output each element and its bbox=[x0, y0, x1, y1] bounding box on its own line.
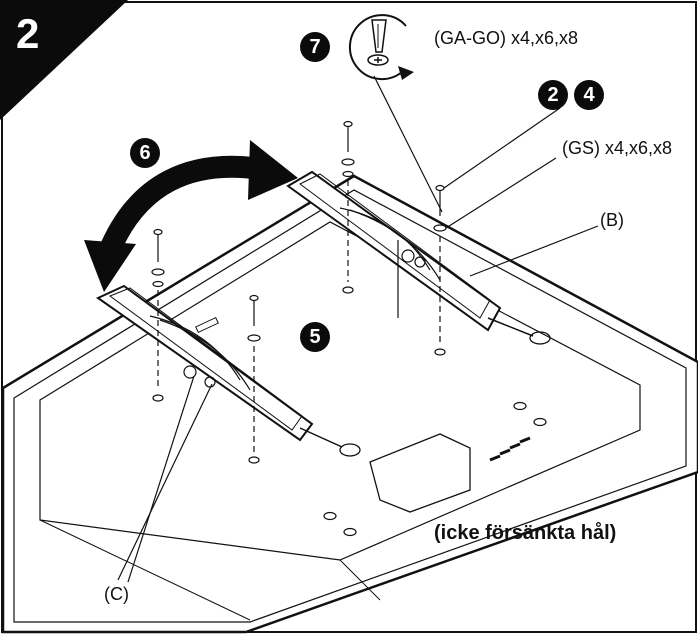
step-corner bbox=[0, 0, 128, 120]
bracket-right bbox=[286, 170, 551, 345]
mount-holes bbox=[323, 401, 547, 537]
label-ga-go: (GA-GO) x4,x6,x8 bbox=[434, 28, 579, 48]
callout-6: 6 bbox=[130, 138, 160, 168]
tv-back-outer bbox=[1, 174, 698, 634]
label-c: (C) bbox=[104, 584, 129, 604]
callout-5: 5 bbox=[300, 322, 330, 352]
label-gs: (GS) x4,x6,x8 bbox=[562, 138, 673, 158]
connector-box bbox=[369, 433, 471, 513]
leader-lines bbox=[117, 75, 599, 583]
tv-back-bezel bbox=[13, 189, 687, 623]
step-number: 2 bbox=[16, 10, 40, 57]
bracket-left bbox=[96, 284, 361, 457]
panel-edge-line bbox=[339, 559, 381, 601]
label-b: (B) bbox=[600, 210, 624, 230]
vent-slots bbox=[489, 436, 531, 462]
callout-4: 4 bbox=[574, 80, 604, 110]
callout-2: 2 bbox=[538, 80, 568, 110]
panel-edge-line bbox=[39, 519, 251, 621]
screwdriver-rotate-icon bbox=[348, 14, 414, 81]
callout-7: 7 bbox=[300, 32, 330, 62]
screws bbox=[151, 120, 447, 464]
double-arrow-icon bbox=[84, 140, 298, 292]
note-not-countersunk: (icke försänkta hål) bbox=[434, 522, 617, 544]
